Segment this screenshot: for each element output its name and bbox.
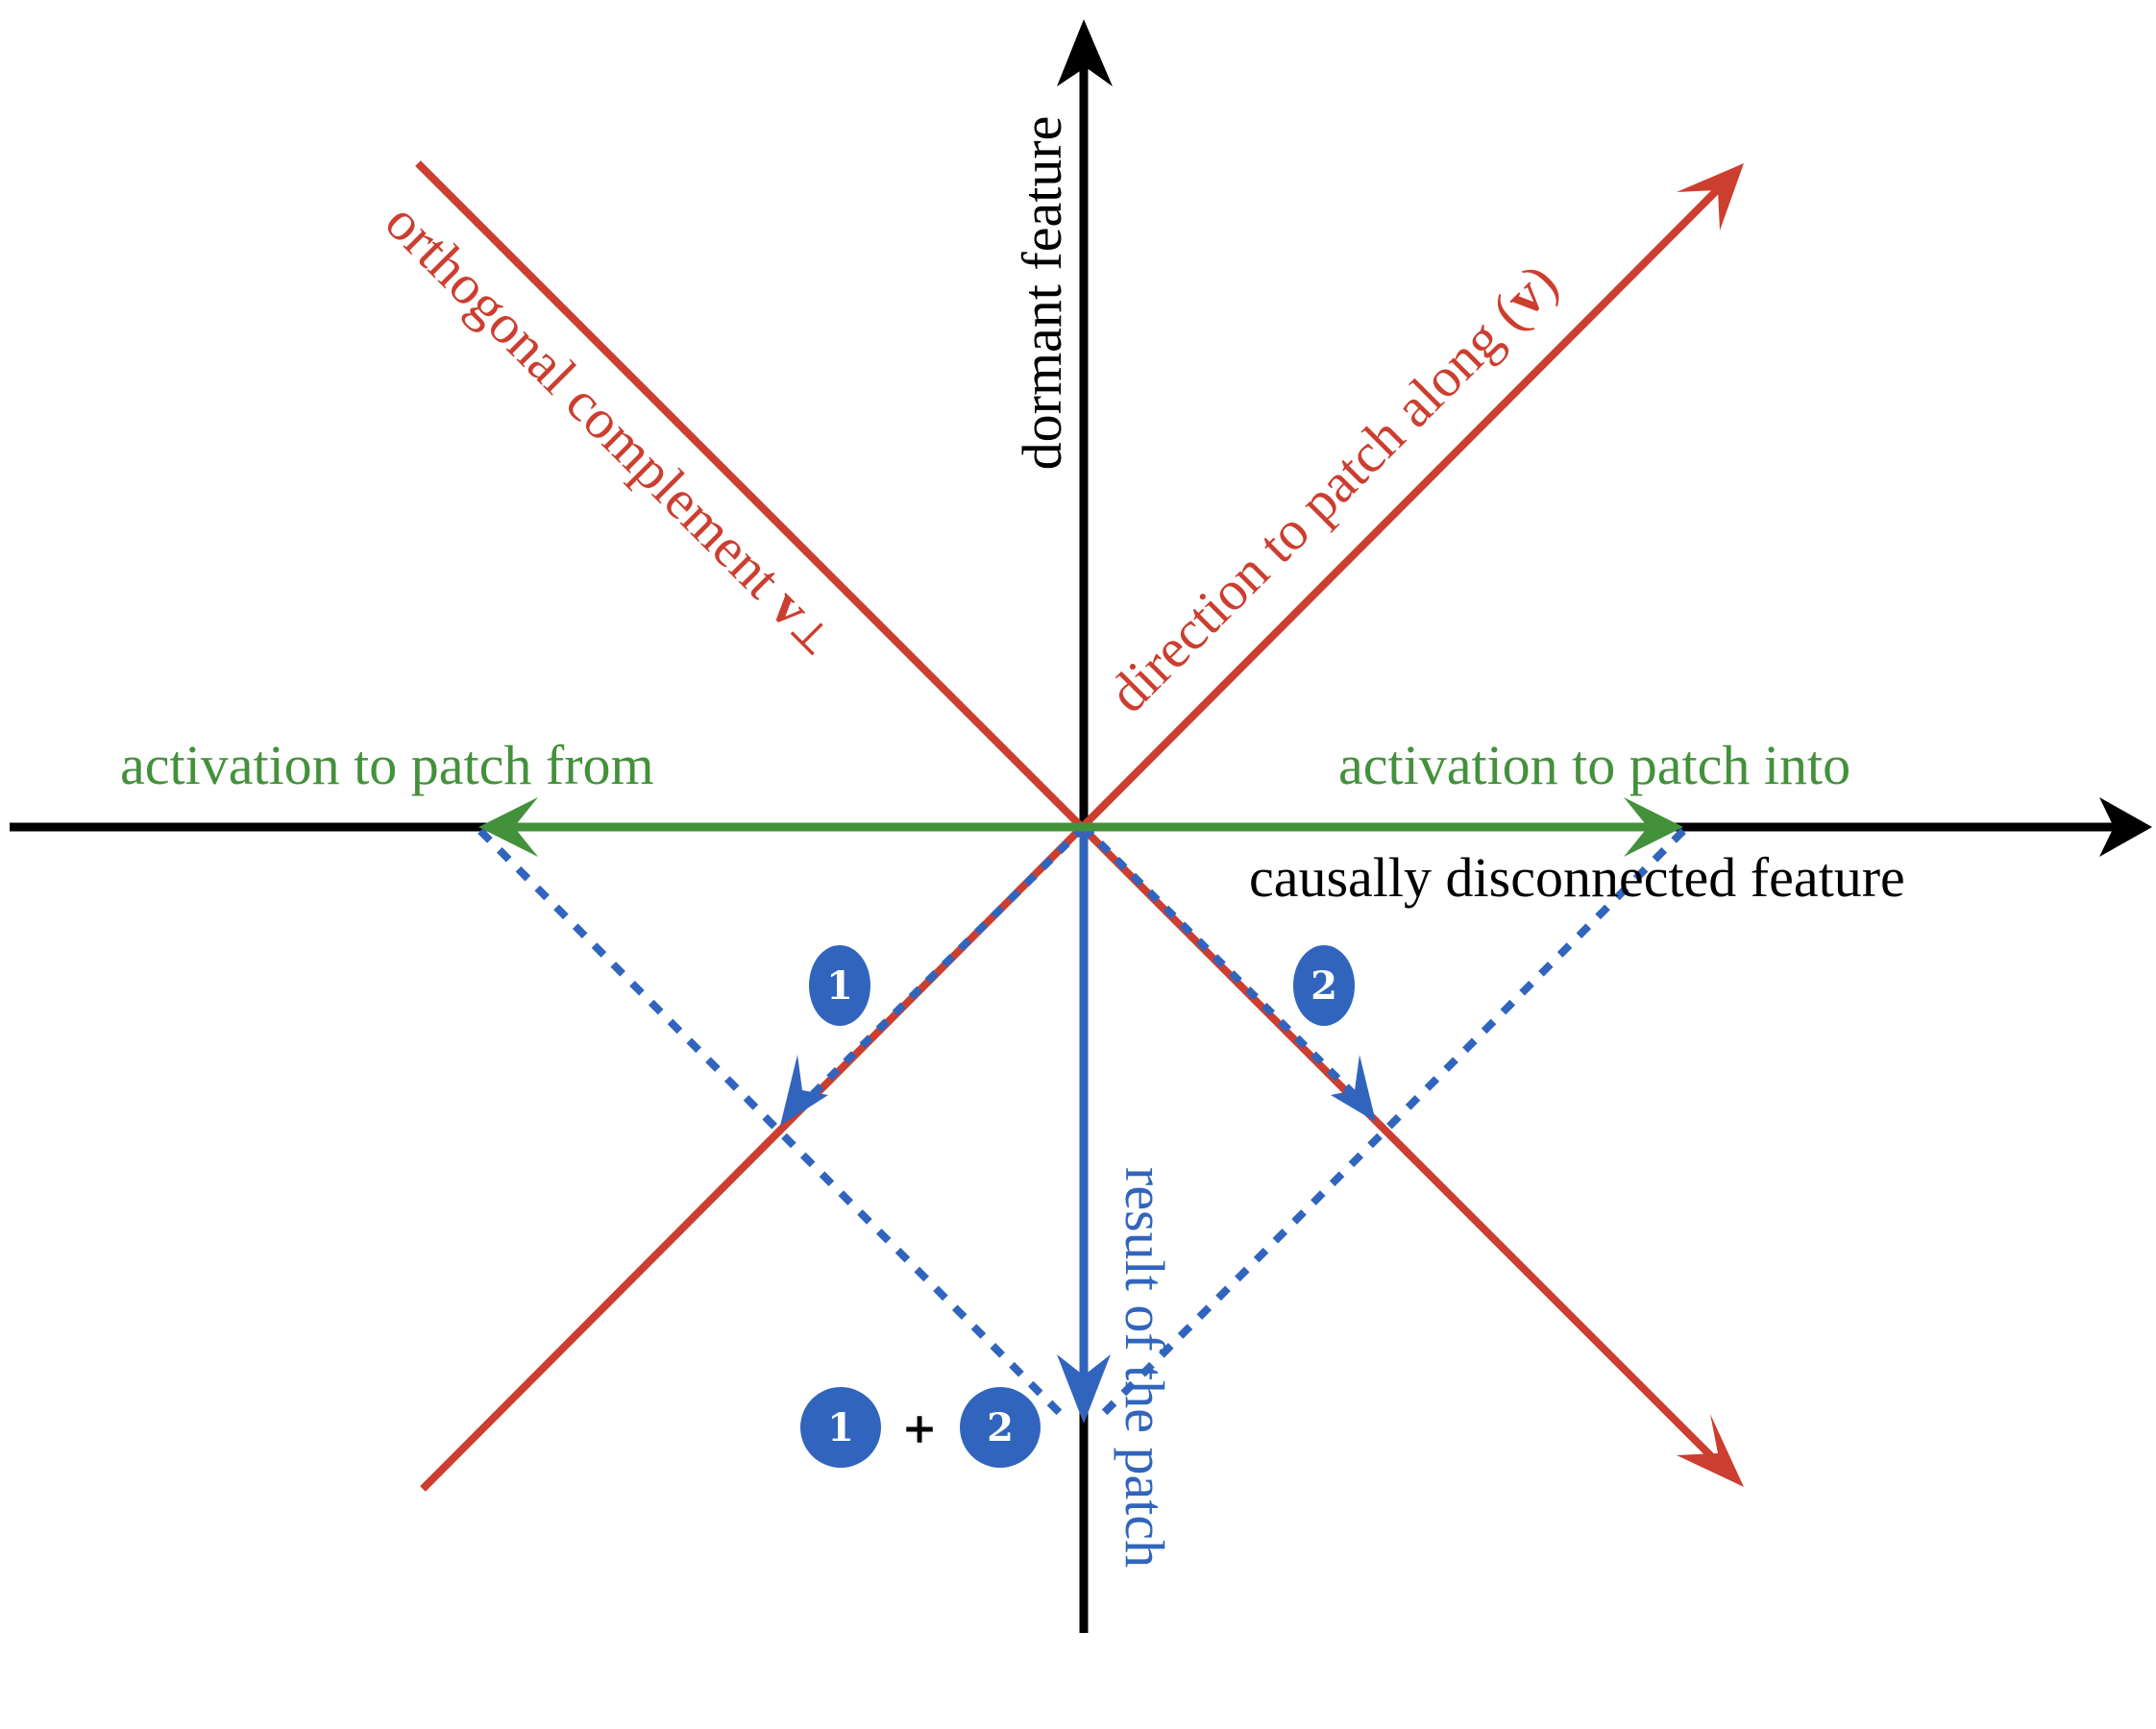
- step2-badge-number: 2: [1311, 963, 1337, 1009]
- sum-plus: +: [902, 1404, 938, 1453]
- step1-arrowhead: [780, 1055, 828, 1126]
- step1-badge-number: 1: [826, 963, 853, 1009]
- orthogonal-complement-line: [415, 160, 1732, 1477]
- direction-label: direction to patch along (v): [1096, 252, 1569, 724]
- dotted-projection-left: [478, 828, 1069, 1423]
- sum-expression: 1 + 2: [800, 1387, 1041, 1468]
- direction-label-text: direction to patch along (: [1096, 284, 1536, 724]
- direction-v-arrowhead: [1677, 163, 1744, 231]
- activation-from-arrowhead: [478, 797, 538, 857]
- dormant-feature-arrowhead: [1057, 19, 1113, 86]
- causal-axis-arrowhead: [2099, 797, 2152, 857]
- orthogonal-complement-arrowhead: [1677, 1414, 1744, 1487]
- activation-from-label: activation to patch from: [120, 734, 654, 796]
- dormant-feature-label: dormant feature: [1011, 116, 1073, 471]
- orthogonal-label-text: orthogonal complement: [374, 190, 803, 620]
- result-arrowhead: [1057, 1354, 1111, 1424]
- sum-badge-1: [800, 1387, 881, 1468]
- causal-feature-label: causally disconnected feature: [1249, 846, 1905, 909]
- step2-component-line: [1081, 824, 1362, 1103]
- activation-into-arrowhead: [1624, 797, 1683, 857]
- orthogonal-label: orthogonal complement v⊥: [374, 190, 851, 668]
- sum-badge-1-number: 1: [827, 1405, 854, 1450]
- activation-into-label: activation to patch into: [1338, 734, 1850, 796]
- sum-badge-2-number: 2: [987, 1405, 1014, 1450]
- step2-badge: 2: [1293, 945, 1355, 1026]
- step1-badge: 1: [809, 945, 870, 1026]
- sum-badge-2: [960, 1387, 1041, 1468]
- dotted-projection-right: [1094, 828, 1686, 1423]
- result-label: result of the patch: [1114, 1167, 1176, 1568]
- step2-arrowhead: [1331, 1055, 1376, 1122]
- step1-component-line: [804, 824, 1087, 1103]
